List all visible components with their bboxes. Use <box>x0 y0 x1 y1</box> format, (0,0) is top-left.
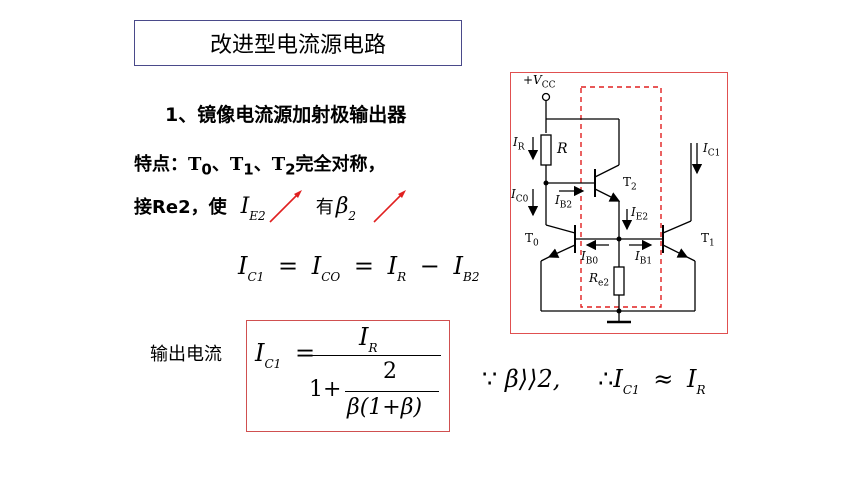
connect-line: 接Re2，使 IE2 有 β2 <box>134 186 410 226</box>
t2-sub: 2 <box>285 160 296 179</box>
t1-label: T <box>229 154 244 175</box>
circuit-diagram: +VCC IR R T2 IC0 IB2 IE2 IC1 T0 T1 IB0 I… <box>510 72 728 334</box>
ib1-label: IB1 <box>635 249 653 267</box>
formula-inner-num: 2 <box>383 359 397 384</box>
connect-prefix: 接Re2，使 <box>134 197 227 218</box>
ib2-label: IB2 <box>555 193 573 211</box>
t2-label: T2 <box>623 175 637 193</box>
circuit-wires <box>527 86 703 324</box>
t0-label: T <box>188 154 202 175</box>
formula-lhs: IC1 = <box>255 339 316 371</box>
formula-box: IC1 = IR 1+ 2 β(1+β) <box>246 320 450 432</box>
sep1: 、 <box>211 154 230 175</box>
feature-line: 特点：T0、T1、T2完全对称， <box>134 150 386 179</box>
you-label: 有 <box>315 197 334 218</box>
formula-den-one: 1+ <box>309 377 342 402</box>
fraction-line-inner <box>345 391 439 392</box>
re2-label: Re2 <box>589 271 610 289</box>
section-heading: 1、镜像电流源加射极输出器 <box>165 104 407 126</box>
conclusion-line: ∵ β⟩⟩2, ∴IC1 ≈ IR <box>482 365 706 397</box>
t2-label: T <box>271 154 286 175</box>
formula-inner-den: β(1+β) <box>347 395 423 420</box>
fraction-line-main <box>309 355 441 356</box>
increase-arrow-icon <box>269 190 302 223</box>
equation-ic1: IC1 = ICO = IR − IB2 <box>238 252 480 284</box>
ib0-label: IB0 <box>581 249 599 267</box>
feature-prefix: 特点： <box>134 154 188 175</box>
ie2-symbol: IE2 <box>240 193 266 223</box>
feature-suffix: 完全对称， <box>295 154 386 175</box>
t0-label: T0 <box>525 231 539 249</box>
ic0-label: IC0 <box>511 187 529 205</box>
sep2: 、 <box>253 154 272 175</box>
ir-label: IR <box>513 135 525 153</box>
t0-sub: 0 <box>201 160 212 179</box>
ie2-label: IE2 <box>631 205 649 223</box>
r-label: R <box>557 141 568 157</box>
page-title: 改进型电流源电路 <box>134 20 462 66</box>
t1-sub: 1 <box>243 160 254 179</box>
t1-label: T1 <box>701 231 715 249</box>
output-current-label: 输出电流 <box>150 344 222 365</box>
increase-arrow-icon <box>373 190 407 223</box>
page-title-text: 改进型电流源电路 <box>209 33 386 58</box>
vcc-label: +VCC <box>523 73 556 91</box>
formula-numerator: IR <box>359 323 378 355</box>
beta2-symbol: β2 <box>335 193 357 223</box>
ic1-label: IC1 <box>703 141 721 159</box>
